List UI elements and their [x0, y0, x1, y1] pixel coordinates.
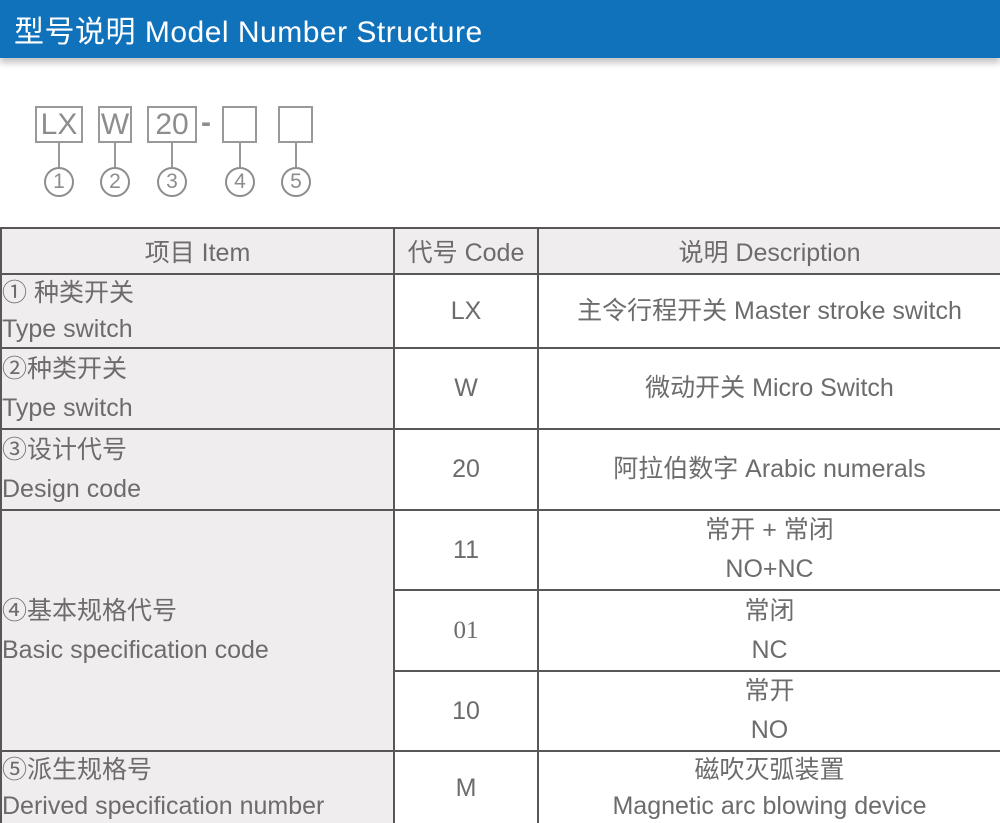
- page-title: 型号说明 Model Number Structure: [14, 16, 483, 49]
- table-row-basic-spec-11: ④基本规格代号 Basic specification code 11 常开 +…: [0, 509, 1000, 752]
- table-row-type-switch-2: ②种类开关 Type switch W 微动开关 Micro Switch: [0, 347, 1000, 430]
- description-cell: 磁吹灭弧装置 Magnetic arc blowing device: [537, 750, 1000, 823]
- code-cell: M: [393, 750, 539, 823]
- item-label-zh: ③设计代号: [2, 435, 128, 464]
- item-cell: ① 种类开关 Type switch: [0, 273, 395, 349]
- circle-number-2: 2: [100, 167, 130, 197]
- connector-line-4: [239, 142, 241, 167]
- code-cell: LX: [393, 273, 539, 349]
- code-cell: 01: [393, 589, 539, 672]
- code-cell: 11: [393, 509, 539, 591]
- description-cell: 常闭 NC: [537, 589, 1000, 672]
- circle-number-5: 5: [281, 167, 311, 197]
- table-header-row: 项目 Item 代号 Code 说明 Description: [0, 227, 1000, 275]
- table-row-type-switch-1: ① 种类开关 Type switch LX 主令行程开关 Master stro…: [0, 273, 1000, 349]
- dash-separator: -: [201, 106, 211, 139]
- description-cell: 微动开关 Micro Switch: [537, 347, 1000, 430]
- code-cell: W: [393, 347, 539, 430]
- model-code-box-2: W: [98, 106, 132, 143]
- item-cell-basic-spec: ④基本规格代号 Basic specification code: [0, 509, 395, 752]
- description-line-zh: 主令行程开关 Master stroke switch: [577, 296, 962, 325]
- circle-number-1: 1: [44, 167, 74, 197]
- description-line-zh: 微动开关 Micro Switch: [645, 374, 894, 402]
- table-row-basic-spec-01: 01 常闭 NC: [1, 589, 1000, 672]
- item-cell: ③设计代号 Design code: [0, 428, 395, 511]
- item-label-en: Type switch: [2, 393, 133, 422]
- circle-number-3: 3: [157, 167, 187, 197]
- item-label-en: Basic specification code: [2, 635, 269, 664]
- description-cell: 阿拉伯数字 Arabic numerals: [537, 428, 1000, 511]
- item-label-zh: ④基本规格代号: [2, 596, 178, 625]
- description-cell: 常开 NO: [537, 670, 1000, 752]
- connector-line-2: [114, 142, 116, 167]
- column-header-code: 代号 Code: [393, 227, 539, 275]
- item-label-zh: ① 种类开关: [2, 279, 134, 307]
- description-cell: 主令行程开关 Master stroke switch: [537, 273, 1000, 349]
- model-code-box-5: [278, 106, 313, 143]
- item-cell: ②种类开关 Type switch: [0, 347, 395, 430]
- circle-number-4: 4: [225, 167, 255, 197]
- model-code-box-4: [222, 106, 257, 143]
- table-row-design-code: ③设计代号 Design code 20 阿拉伯数字 Arabic numera…: [0, 428, 1000, 511]
- connector-line-1: [58, 142, 60, 167]
- code-cell: 20: [393, 428, 539, 511]
- item-label-zh: ②种类开关: [2, 354, 128, 383]
- description-line-zh: 常开: [744, 677, 795, 705]
- item-label-en: Design code: [2, 474, 141, 503]
- description-cell: 常开 + 常闭 NO+NC: [537, 509, 1000, 591]
- description-line-zh: 阿拉伯数字 Arabic numerals: [613, 455, 926, 483]
- description-line-en: Magnetic arc blowing device: [612, 792, 927, 820]
- column-header-item: 项目 Item: [0, 227, 395, 275]
- item-label-en: Derived specification number: [2, 792, 325, 820]
- model-spec-table: 项目 Item 代号 Code 说明 Description ① 种类开关 Ty…: [0, 227, 1000, 823]
- description-line-en: NO+NC: [725, 555, 814, 583]
- description-line-en: NC: [751, 635, 788, 664]
- item-cell: ⑤派生规格号 Derived specification number: [0, 750, 395, 823]
- description-line-zh: 常闭: [744, 596, 795, 625]
- description-line-en: NO: [750, 716, 789, 744]
- table-row-derived-spec: ⑤派生规格号 Derived specification number M 磁吹…: [0, 750, 1000, 823]
- model-code-box-1: LX: [35, 106, 83, 143]
- model-code-box-3: 20: [147, 106, 197, 143]
- item-label-en: Type switch: [2, 315, 133, 343]
- description-line-zh: 磁吹灭弧装置: [694, 756, 845, 784]
- item-label-zh: ⑤派生规格号: [2, 756, 153, 784]
- section-header-bar: 型号说明 Model Number Structure: [0, 0, 1000, 58]
- column-header-description: 说明 Description: [537, 227, 1000, 275]
- connector-line-5: [295, 142, 297, 167]
- connector-line-3: [171, 142, 173, 167]
- description-line-zh: 常开 + 常闭: [705, 516, 834, 544]
- table-row-basic-spec-10: 10 常开 NO: [1, 670, 1000, 752]
- code-cell: 10: [393, 670, 539, 752]
